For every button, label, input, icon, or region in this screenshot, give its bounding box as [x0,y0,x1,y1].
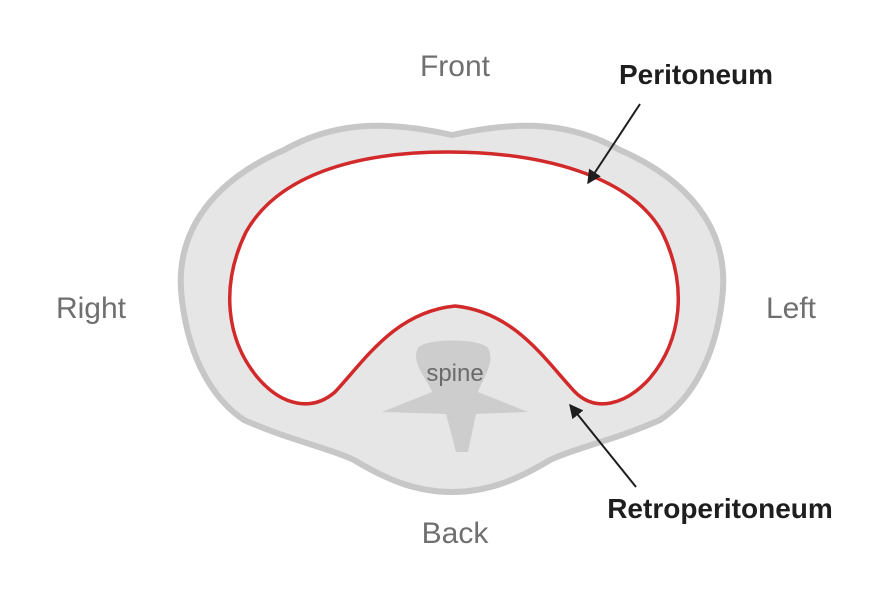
label-spine: spine [426,360,483,387]
peritoneum-line [228,150,680,406]
label-peritoneum: Peritoneum [619,59,773,90]
spine-shape [382,340,528,452]
label-left: Left [766,292,817,325]
label-front: Front [420,50,491,83]
label-retroperitoneum: Retroperitoneum [607,493,833,524]
label-right: Right [56,292,127,325]
peritoneum-arrow [587,103,641,185]
label-back: Back [422,517,490,550]
retroperitoneum-arrow [569,403,637,488]
